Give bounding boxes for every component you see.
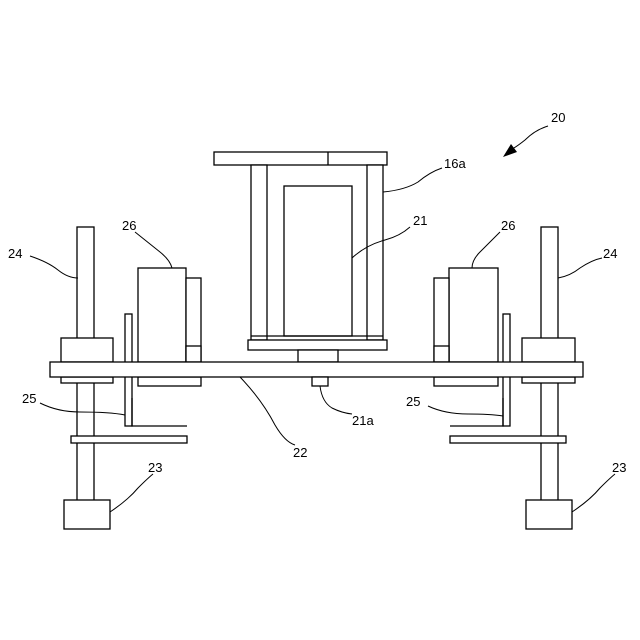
- right-assembly: [434, 227, 575, 529]
- arrow-head-icon: [503, 144, 517, 157]
- label-25-left: 25: [22, 391, 36, 406]
- leader-16a: [383, 168, 442, 192]
- leader-22: [240, 377, 295, 445]
- right-collar-upper: [522, 338, 575, 362]
- left-motor-tab: [186, 346, 201, 362]
- left-bracket-arm: [132, 398, 187, 426]
- pin-21a: [312, 377, 328, 386]
- label-21a: 21a: [352, 413, 374, 428]
- left-motor-base: [138, 377, 201, 386]
- right-collar-lower: [522, 377, 575, 383]
- label-23-left: 23: [148, 460, 162, 475]
- leader-24-right: [558, 258, 602, 278]
- leader-26-right: [472, 232, 500, 268]
- leader-26-left: [135, 232, 172, 268]
- label-20: 20: [551, 110, 565, 125]
- label-24-left: 24: [8, 246, 22, 261]
- right-frame-post: [367, 165, 383, 340]
- leader-25-right: [428, 406, 503, 416]
- left-collar-lower: [61, 377, 113, 383]
- left-frame-post: [251, 165, 267, 340]
- right-motor-tab: [434, 346, 449, 362]
- label-24-right: 24: [603, 246, 617, 261]
- right-bracket-arm: [450, 398, 503, 426]
- main-plate: [50, 362, 583, 377]
- right-foot: [526, 500, 572, 529]
- leader-21a: [320, 386, 352, 414]
- center-block: [298, 350, 338, 362]
- label-26-left: 26: [122, 218, 136, 233]
- left-assembly: [61, 227, 201, 529]
- leader-23-right: [572, 474, 615, 512]
- left-foot: [64, 500, 110, 529]
- leader-23-left: [110, 474, 153, 512]
- leader-24-left: [30, 256, 78, 278]
- label-23-right: 23: [612, 460, 626, 475]
- left-collar-upper: [61, 338, 113, 362]
- top-cap: [214, 152, 387, 165]
- left-lower-bar: [71, 436, 187, 443]
- inner-window: [284, 186, 352, 336]
- label-16a: 16a: [444, 156, 466, 171]
- left-motor-block: [138, 268, 186, 362]
- label-21: 21: [413, 213, 427, 228]
- label-25-right: 25: [406, 394, 420, 409]
- label-22: 22: [293, 445, 307, 460]
- right-lower-bar: [450, 436, 566, 443]
- central-unit: [214, 152, 387, 362]
- label-26-right: 26: [501, 218, 515, 233]
- leader-20: [510, 126, 548, 150]
- bottom-cap: [248, 340, 387, 350]
- right-motor-base: [434, 377, 498, 386]
- right-motor-block: [449, 268, 498, 362]
